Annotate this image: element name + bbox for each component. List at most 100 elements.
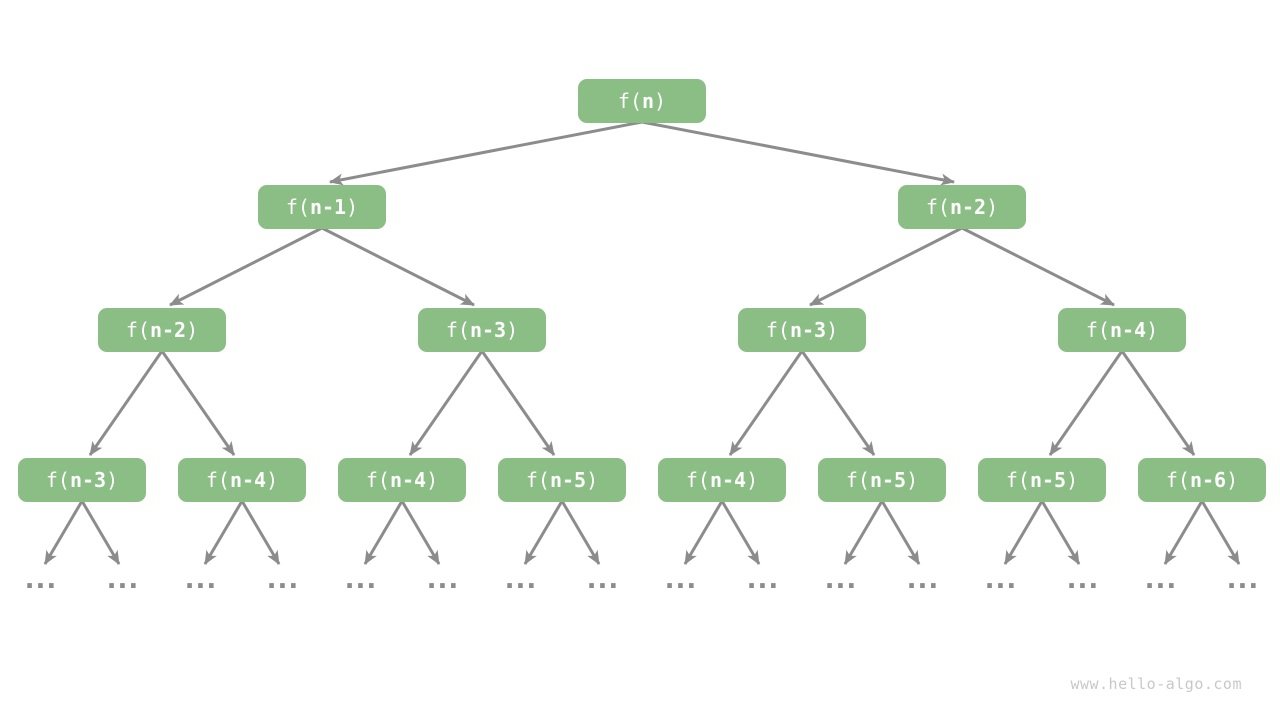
tree-node: f(n-4) (1058, 308, 1186, 352)
node-label-close: ) (266, 468, 279, 492)
edge-arrow (1163, 500, 1204, 565)
tree-node: f(n) (578, 79, 706, 123)
node-label-close: ) (346, 195, 359, 219)
leaf-ellipsis: ... (984, 565, 1018, 595)
edge-arrow (88, 350, 164, 456)
node-label-var: n (642, 89, 655, 113)
leaf-ellipsis: ... (586, 565, 620, 595)
edge-arrow (1003, 500, 1044, 565)
tree-node: f(n-5) (978, 458, 1106, 502)
node-label-open: f( (45, 468, 70, 492)
edge-arrow (1120, 350, 1196, 456)
edge-arrow (560, 500, 601, 565)
node-label-var: n-5 (549, 468, 587, 492)
tree-node: f(n-4) (178, 458, 306, 502)
tree-node: f(n-3) (18, 458, 146, 502)
tree-node: f(n-4) (338, 458, 466, 502)
tree-node: f(n-5) (818, 458, 946, 502)
node-label-close: ) (1066, 468, 1079, 492)
edge-arrow (523, 500, 564, 565)
node-label-var: n-4 (709, 468, 747, 492)
leaf-ellipsis: ... (504, 565, 538, 595)
node-label-close: ) (654, 89, 667, 113)
node-label-close: ) (106, 468, 119, 492)
leaf-ellipsis: ... (1226, 565, 1260, 595)
edge-arrow (728, 350, 804, 456)
node-label-var: n-1 (309, 195, 347, 219)
leaf-ellipsis: ... (1144, 565, 1178, 595)
edge-arrow (160, 350, 236, 456)
node-label-open: f( (365, 468, 390, 492)
leaf-ellipsis: ... (24, 565, 58, 595)
edge-arrow (408, 350, 484, 456)
edge-arrow (400, 500, 441, 565)
node-label-close: ) (746, 468, 759, 492)
edge-arrow (809, 226, 963, 307)
tree-node: f(n-3) (738, 308, 866, 352)
edge-arrow (641, 120, 955, 186)
edge-arrow (843, 500, 884, 565)
tree-node: f(n-1) (258, 185, 386, 229)
tree-node: f(n-2) (98, 308, 226, 352)
leaf-ellipsis: ... (906, 565, 940, 595)
edge-arrow (169, 226, 323, 307)
node-label-open: f( (525, 468, 550, 492)
node-label-open: f( (1165, 468, 1190, 492)
node-label-var: n-2 (149, 318, 187, 342)
leaf-ellipsis: ... (1066, 565, 1100, 595)
edge-arrow (480, 350, 556, 456)
edge-arrow (240, 500, 281, 565)
tree-edge-group (43, 120, 1241, 565)
tree-node: f(n-5) (498, 458, 626, 502)
edge-arrow (363, 500, 404, 565)
node-label-close: ) (1226, 468, 1239, 492)
node-label-var: n-3 (469, 318, 507, 342)
leaf-ellipsis: ... (824, 565, 858, 595)
tree-node: f(n-3) (418, 308, 546, 352)
leaf-ellipsis: ... (106, 565, 140, 595)
leaf-ellipsis: ... (426, 565, 460, 595)
edge-arrow (329, 120, 643, 186)
node-label-var: n-3 (789, 318, 827, 342)
node-label-close: ) (426, 468, 439, 492)
node-label-var: n-2 (949, 195, 987, 219)
tree-node: f(n-2) (898, 185, 1026, 229)
node-label-open: f( (1085, 318, 1110, 342)
node-label-open: f( (845, 468, 870, 492)
edge-arrow (321, 226, 475, 307)
node-label-close: ) (586, 468, 599, 492)
node-label-close: ) (1146, 318, 1159, 342)
leaf-ellipsis: ... (184, 565, 218, 595)
node-label-close: ) (986, 195, 999, 219)
leaf-ellipsis: ... (266, 565, 300, 595)
node-label-open: f( (1005, 468, 1030, 492)
node-label-close: ) (906, 468, 919, 492)
node-label-var: n-6 (1189, 468, 1227, 492)
node-label-close: ) (826, 318, 839, 342)
node-label-open: f( (285, 195, 310, 219)
tree-node: f(n-4) (658, 458, 786, 502)
node-label-close: ) (506, 318, 519, 342)
edge-arrow (1048, 350, 1124, 456)
node-label-open: f( (685, 468, 710, 492)
node-label-var: n-5 (869, 468, 907, 492)
tree-node: f(n-6) (1138, 458, 1266, 502)
leaf-ellipsis: ... (664, 565, 698, 595)
node-label-open: f( (925, 195, 950, 219)
node-label-var: n-4 (1109, 318, 1147, 342)
edge-arrow (880, 500, 921, 565)
watermark-url: www.hello-algo.com (1070, 675, 1242, 693)
edge-arrow (800, 350, 876, 456)
edge-arrow (683, 500, 724, 565)
node-label-open: f( (125, 318, 150, 342)
node-label-var: n-5 (1029, 468, 1067, 492)
leaf-ellipsis: ... (746, 565, 780, 595)
node-label-open: f( (205, 468, 230, 492)
edge-arrow (961, 226, 1115, 307)
edge-arrow (1040, 500, 1081, 565)
node-label-close: ) (186, 318, 199, 342)
node-label-open: f( (617, 89, 642, 113)
edge-arrow (203, 500, 244, 565)
